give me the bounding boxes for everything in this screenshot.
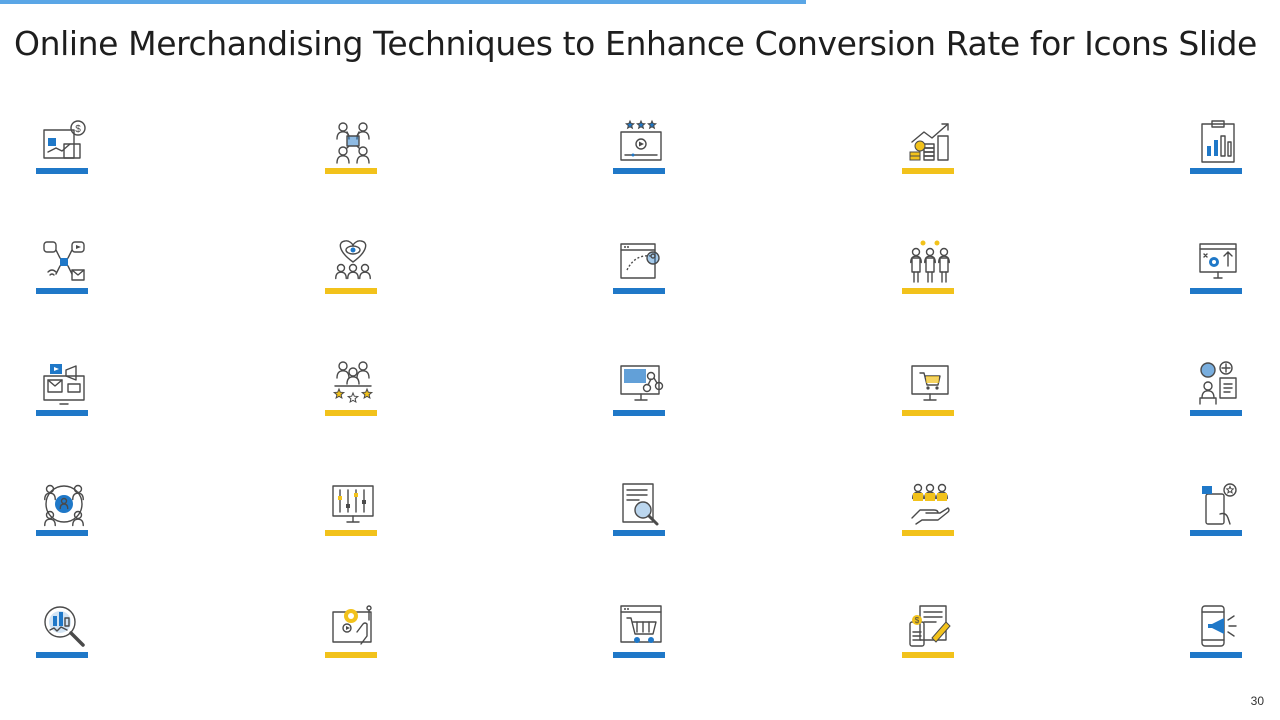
icon-tile-mobile-reviews [1190,480,1254,550]
icon-tile-mobile-megaphone [1190,602,1254,672]
page-number: 30 [1250,694,1264,708]
icon-underline-bar [1190,168,1242,174]
icon-underline-bar [36,288,88,294]
icon-underline-bar [325,168,377,174]
icon-underline-bar [36,410,88,416]
icon-underline-bar [1190,652,1242,658]
icon-tile-target-audience [36,480,100,550]
icon-tile-team-rating-stars [325,360,389,430]
icon-tile-social-media-hub [36,238,100,308]
icon-tile-monitor-network [613,360,677,430]
icon-underline-bar [613,288,665,294]
icon-underline-bar [325,288,377,294]
icon-tile-document-search [613,480,677,550]
icon-underline-bar [613,652,665,658]
icon-tile-team-people [902,238,966,308]
svg-text:$: $ [75,124,81,135]
slide-title: Online Merchandising Techniques to Enhan… [14,24,1257,63]
icon-underline-bar [902,288,954,294]
icon-tile-heart-eye-audience [325,238,389,308]
icon-tile-email-marketing [36,360,100,430]
icon-underline-bar [613,410,665,416]
icon-underline-bar [1190,410,1242,416]
svg-text:$: $ [915,616,920,625]
icon-tile-analytics-dollar: $ [36,118,100,188]
icon-underline-bar [902,652,954,658]
icon-tile-growth-coins [902,118,966,188]
icon-underline-bar [325,410,377,416]
icon-tile-web-user-journey [613,238,677,308]
icon-underline-bar [1190,530,1242,536]
top-accent-line [0,0,806,4]
icon-underline-bar [36,168,88,174]
icon-underline-bar [613,530,665,536]
icon-underline-bar [613,168,665,174]
icon-underline-bar [36,652,88,658]
icon-tile-magnifier-analytics [36,602,100,672]
icon-underline-bar [325,530,377,536]
icon-tile-hand-team [902,480,966,550]
icon-tile-rated-video [613,118,677,188]
icon-tile-clipboard-chart [1190,118,1254,188]
icon-underline-bar [36,530,88,536]
icon-tile-monitor-sliders [325,480,389,550]
icon-underline-bar [325,652,377,658]
icon-tile-person-ideas [1190,360,1254,430]
icon-tile-network-people [325,118,389,188]
icon-underline-bar [902,168,954,174]
icon-underline-bar [1190,288,1242,294]
icon-tile-monitor-cart [902,360,966,430]
icon-tile-web-shopping-cart [613,602,677,672]
icon-underline-bar [902,410,954,416]
icon-underline-bar [902,530,954,536]
icon-tile-monitor-gear [1190,238,1254,308]
icon-tile-screen-gear-click [325,602,389,672]
icon-tile-payment-receipt: $ [902,602,966,672]
